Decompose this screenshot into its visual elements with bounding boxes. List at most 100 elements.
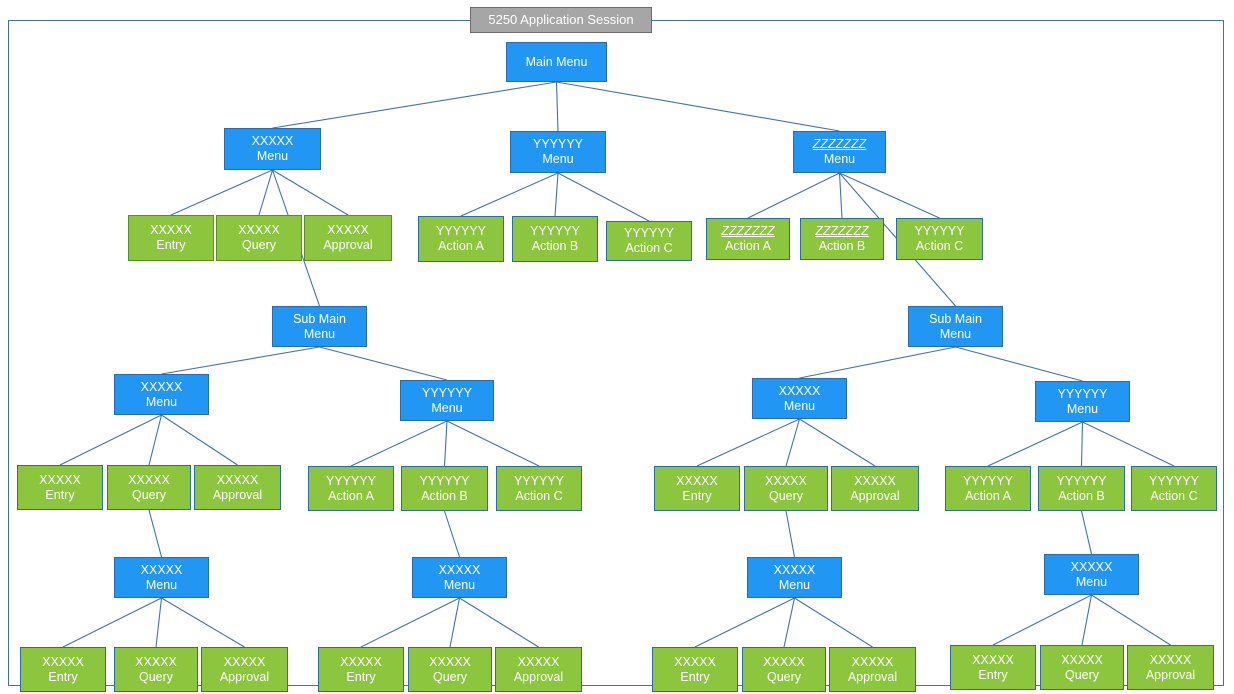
node-line-1: XXXXX [676,473,718,488]
node-line-1: YYYYYY [435,224,487,239]
node-line-2: Entry [682,488,712,503]
node-line-1: YYYYYY [1056,473,1107,488]
menu-node-main[interactable]: Main Menu [506,42,607,82]
node-line-1: ZZZZZZZ [812,137,867,152]
connector-l3xL-to-x2a [161,414,238,466]
node-line-2: Entry [346,669,376,684]
node-line-1: ZZZZZZZ [815,224,869,239]
connector-main-to-l2x [272,81,557,129]
connector-l3yR-to-y3b [1080,421,1084,467]
connector-x3q-to-l4c [785,510,796,558]
node-line-2: Action C [1150,488,1198,503]
node-line-1: YYYYYY [419,473,470,488]
node-line-1: Main Menu [525,54,588,69]
connector-l4c-to-x6a [794,597,873,648]
node-line-2: Query [766,669,802,684]
connector-l4a-to-x4q [155,597,163,648]
node-line-1: XXXXX [135,654,177,669]
node-line-1: YYYYYY [1148,473,1200,488]
node-line-1: XXXXX [251,134,294,149]
node-line-1: ZZZZZZZ [721,224,775,239]
node-line-1: XXXXX [150,223,192,238]
node-line-1: XXXXX [674,654,716,669]
node-line-1: YYYYYY [421,385,473,400]
node-line-2: Action A [438,239,484,253]
node-line-2: Approval [847,669,898,684]
node-line-2: Menu [939,326,972,341]
node-line-2: Menu [256,149,289,163]
node-line-2: Query [241,238,277,252]
connector-l2y-to-y1c [557,172,650,222]
node-line-2: Menu [303,326,336,341]
node-line-2: Menu [145,394,178,409]
node-line-2: Menu [145,577,178,592]
node-line-1: YYYYYY [529,224,581,239]
connector-l2z-to-z1c [839,172,940,219]
session-title-bar: 5250 Application Session [470,7,652,33]
node-line-1: XXXXX [972,652,1014,667]
connector-l2y-to-y1b [554,172,559,217]
connector-l3yR-to-y3c [1082,421,1175,467]
node-line-2: Query [1064,667,1100,682]
node-line-1: YYYYYY [513,473,565,488]
node-line-1: YYYYYY [325,473,377,488]
node-line-2: Action B [1058,488,1105,503]
node-line-2: Action B [531,239,579,253]
node-line-2: Entry [680,669,710,684]
node-line-1: YYYYYY [914,224,965,239]
node-line-2: Query [432,669,468,684]
node-line-1: XXXXX [140,562,183,577]
node-line-1: YYYYYY [1057,386,1108,401]
node-line-1: XXXXX [327,223,369,238]
node-line-1: YYYYYY [532,137,584,152]
connector-l2y-to-y1a [460,172,559,217]
